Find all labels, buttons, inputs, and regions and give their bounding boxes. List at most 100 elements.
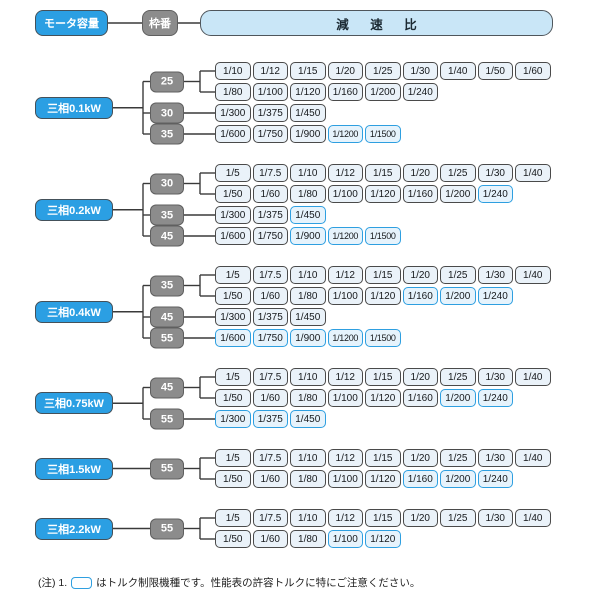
ratio-box: 1/60 xyxy=(252,530,288,548)
ratio-box: 1/80 xyxy=(290,530,326,548)
motor-capacity-header: モータ容量 xyxy=(35,10,108,36)
ratio-box: 1/750 xyxy=(252,329,288,347)
ratio-box: 1/5 xyxy=(215,449,251,467)
ratio-box: 1/25 xyxy=(440,509,476,527)
ratio-box: 1/900 xyxy=(290,125,326,143)
ratio-box: 1/120 xyxy=(365,389,401,407)
ratio-box: 1/40 xyxy=(515,266,551,284)
frame-number-box: 30 xyxy=(150,173,184,194)
ratio-box: 1/30 xyxy=(477,509,513,527)
ratio-box: 1/40 xyxy=(515,164,551,182)
ratio-box: 1/240 xyxy=(477,185,513,203)
motor-capacity-box: 三相2.2kW xyxy=(35,517,113,540)
ratio-box: 1/30 xyxy=(477,164,513,182)
ratio-box: 1/40 xyxy=(440,62,476,80)
ratio-box: 1/200 xyxy=(440,287,476,305)
ratio-box: 1/100 xyxy=(327,185,363,203)
ratio-box: 1/12 xyxy=(252,62,288,80)
ratio-box: 1/80 xyxy=(290,185,326,203)
ratio-box: 1/7.5 xyxy=(252,368,288,386)
ratio-box: 1/375 xyxy=(252,308,288,326)
ratio-box: 1/12 xyxy=(327,449,363,467)
ratio-box: 1/10 xyxy=(290,164,326,182)
ratio-box: 1/5 xyxy=(215,266,251,284)
ratio-box: 1/100 xyxy=(252,83,288,101)
ratio-box: 1/200 xyxy=(440,185,476,203)
ratio-box: 1/600 xyxy=(215,227,251,245)
ratio-box: 1/240 xyxy=(477,470,513,488)
ratio-box: 1/50 xyxy=(477,62,513,80)
ratio-box: 1/300 xyxy=(215,308,251,326)
ratio-box: 1/50 xyxy=(215,530,251,548)
ratio-box: 1/240 xyxy=(402,83,438,101)
frame-number-box: 45 xyxy=(150,225,184,247)
ratio-box: 1/7.5 xyxy=(252,509,288,527)
ratio-box: 1/1500 xyxy=(365,125,401,143)
frame-number-box: 45 xyxy=(150,306,184,328)
ratio-box: 1/750 xyxy=(252,125,288,143)
ratio-box: 1/1200 xyxy=(327,125,363,143)
ratio-box: 1/25 xyxy=(365,62,401,80)
ratio-box: 1/100 xyxy=(327,389,363,407)
ratio-box: 1/15 xyxy=(365,449,401,467)
ratio-box: 1/5 xyxy=(215,368,251,386)
ratio-box: 1/450 xyxy=(290,308,326,326)
ratio-box: 1/900 xyxy=(290,227,326,245)
frame-number-box: 35 xyxy=(150,123,184,145)
motor-capacity-box: 三相0.2kW xyxy=(35,198,113,221)
ratio-box: 1/1500 xyxy=(365,227,401,245)
ratio-box: 1/30 xyxy=(477,266,513,284)
ratio-box: 1/300 xyxy=(215,206,251,224)
ratio-box: 1/60 xyxy=(252,185,288,203)
ratio-box: 1/100 xyxy=(327,287,363,305)
ratio-box: 1/15 xyxy=(365,368,401,386)
ratio-box: 1/15 xyxy=(290,62,326,80)
frame-number-box: 35 xyxy=(150,275,184,296)
ratio-box: 1/375 xyxy=(252,410,288,428)
ratio-box: 1/25 xyxy=(440,368,476,386)
torque-limited-sample-icon xyxy=(71,576,93,589)
ratio-box: 1/240 xyxy=(477,389,513,407)
ratio-box: 1/1500 xyxy=(365,329,401,347)
ratio-box: 1/20 xyxy=(402,266,438,284)
ratio-box: 1/100 xyxy=(327,470,363,488)
ratio-box: 1/600 xyxy=(215,329,251,347)
ratio-box: 1/80 xyxy=(290,470,326,488)
ratio-box: 1/12 xyxy=(327,266,363,284)
ratio-box: 1/60 xyxy=(252,470,288,488)
ratio-box: 1/12 xyxy=(327,164,363,182)
ratio-box: 1/40 xyxy=(515,449,551,467)
ratio-box: 1/160 xyxy=(327,83,363,101)
ratio-box: 1/120 xyxy=(365,470,401,488)
frame-number-box: 25 xyxy=(150,71,184,92)
ratio-box: 1/20 xyxy=(402,509,438,527)
ratio-box: 1/450 xyxy=(290,206,326,224)
ratio-box: 1/12 xyxy=(327,368,363,386)
ratio-box: 1/160 xyxy=(402,470,438,488)
frame-number-header: 枠番 xyxy=(142,10,178,36)
ratio-box: 1/15 xyxy=(365,266,401,284)
frame-number-box: 45 xyxy=(150,377,184,398)
frame-number-box: 55 xyxy=(150,327,184,349)
ratio-box: 1/600 xyxy=(215,125,251,143)
ratio-box: 1/375 xyxy=(252,206,288,224)
ratio-box: 1/60 xyxy=(252,389,288,407)
ratio-box: 1/160 xyxy=(402,185,438,203)
ratio-box: 1/80 xyxy=(290,389,326,407)
ratio-box: 1/50 xyxy=(215,185,251,203)
footnote-prefix: (注) 1. xyxy=(38,577,68,589)
ratio-box: 1/12 xyxy=(327,509,363,527)
